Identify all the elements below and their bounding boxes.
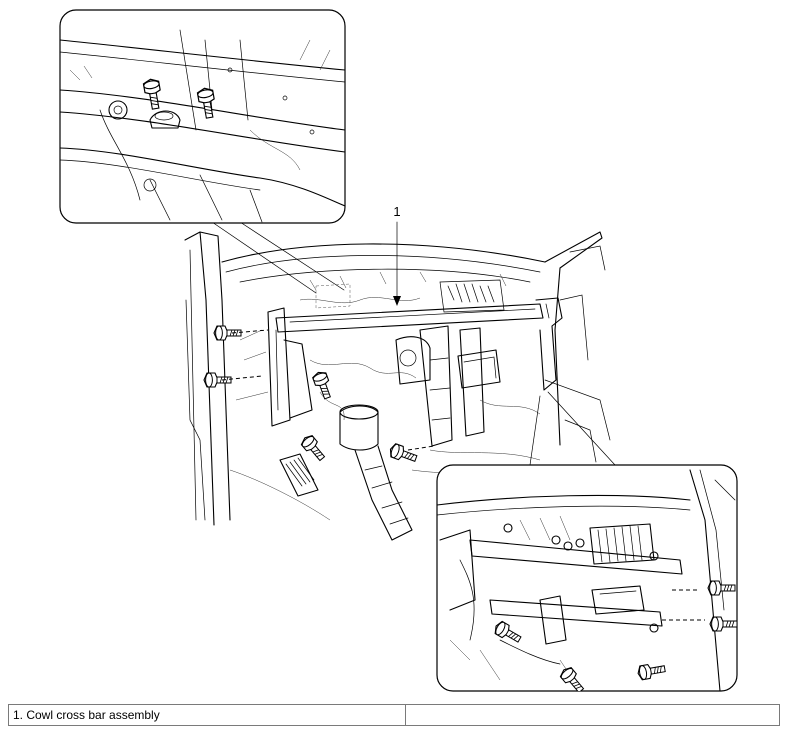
detail-inset-bottom <box>436 391 738 692</box>
detail-inset-top <box>59 9 346 294</box>
legend-row: 1. Cowl cross bar assembly <box>8 704 780 726</box>
legend-item-1: 1. Cowl cross bar assembly <box>8 704 406 726</box>
legend-item-2 <box>405 704 780 726</box>
callout-number-1: 1 <box>393 204 400 219</box>
main-view: 1 <box>184 204 611 541</box>
cowl-cross-bar-diagram: 1 <box>59 9 738 692</box>
legend-table: 1. Cowl cross bar assembly <box>8 704 780 726</box>
